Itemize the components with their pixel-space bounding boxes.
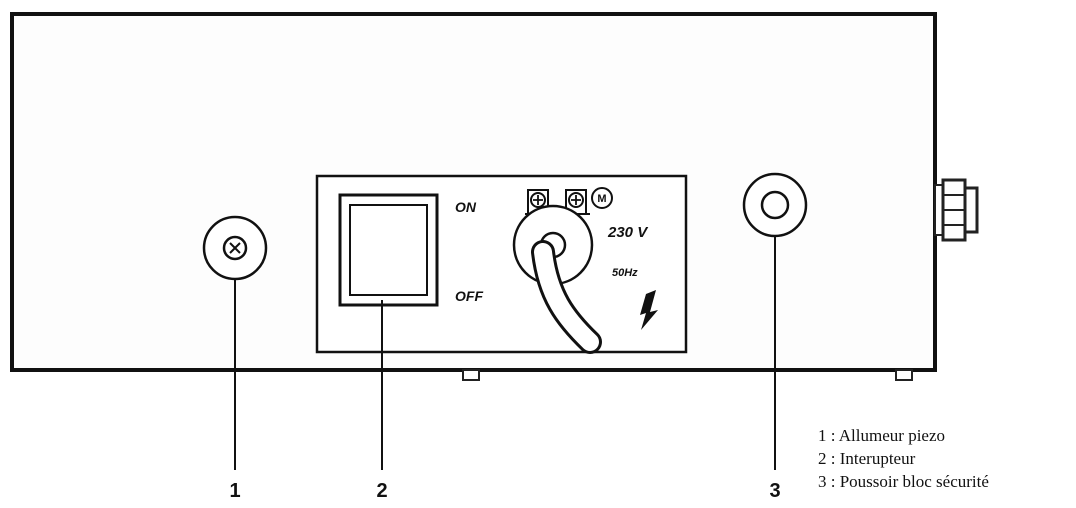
legend: 1 : Allumeur piezo 2 : Interupteur 3 : P… — [818, 424, 989, 493]
gas-connector — [934, 178, 979, 242]
power-rocker-switch[interactable] — [338, 193, 439, 307]
piezo-igniter-button[interactable] — [202, 215, 268, 281]
switch-off-label: OFF — [455, 288, 483, 304]
voltage-label: 230 V — [607, 224, 649, 241]
earth-terminal-symbol: M — [597, 193, 606, 205]
switch-on-label: ON — [455, 199, 477, 215]
legend-item-1: 1 : Allumeur piezo — [818, 426, 946, 445]
frequency-label: 50Hz — [612, 267, 638, 279]
safety-block-pushbutton[interactable] — [742, 172, 808, 238]
callout-number-1: 1 — [229, 480, 240, 502]
terminal-screw-icon — [527, 189, 549, 215]
foot-left — [462, 369, 480, 381]
foot-right — [895, 369, 913, 381]
electric-warning-icon — [640, 290, 658, 330]
callout-number-3: 3 — [769, 480, 780, 502]
callout-number-2: 2 — [376, 480, 387, 502]
power-cable-icon — [512, 204, 602, 354]
earth-terminal-icon — [591, 187, 613, 209]
legend-item-2: 2 : Interupteur — [818, 449, 916, 468]
legend-item-3: 3 : Poussoir bloc sécurité — [818, 472, 989, 491]
